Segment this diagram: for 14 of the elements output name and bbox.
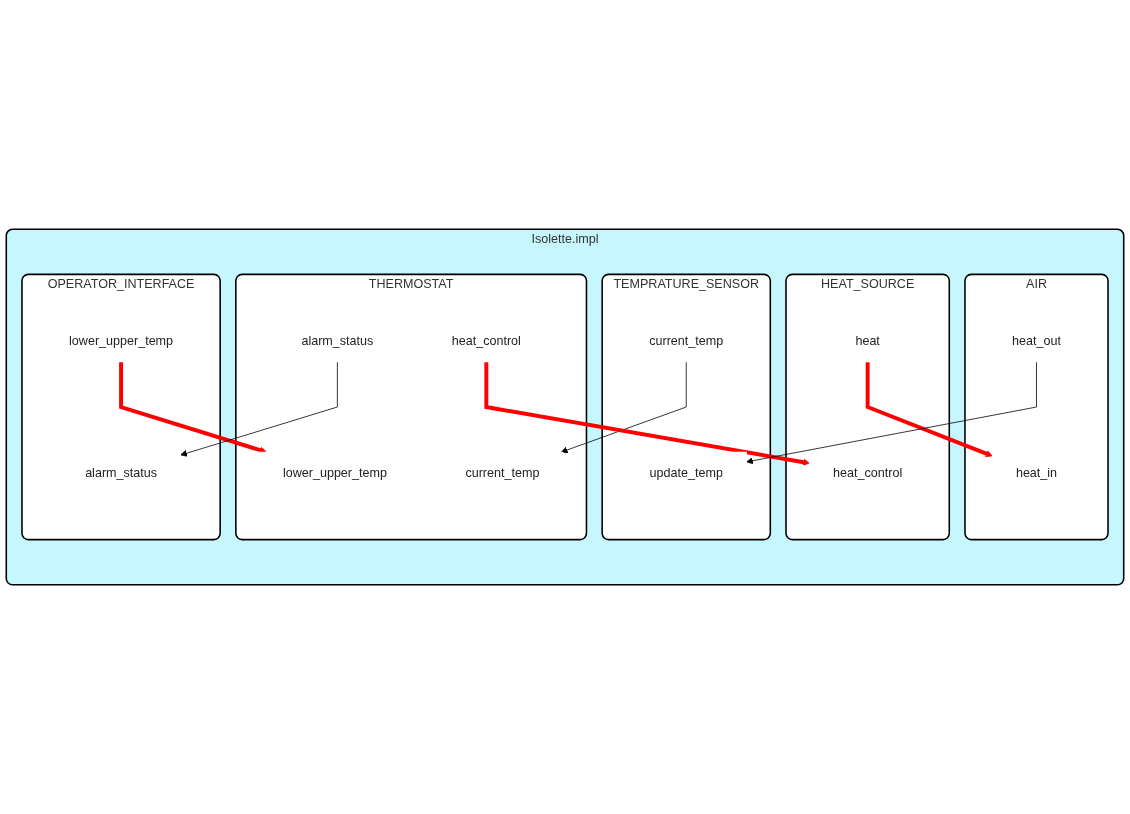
- node-text: lower_upper_temp: [282, 466, 387, 480]
- node-text: heat: [855, 333, 880, 347]
- arrow: [119, 361, 267, 454]
- node-text: lower_upper_temp: [69, 333, 174, 347]
- arrow: [865, 361, 993, 457]
- node-text: current_temp: [465, 466, 540, 480]
- node-text: current_temp: [649, 333, 724, 347]
- node-text: update_temp: [649, 466, 723, 480]
- node-text: alarm_status: [85, 466, 157, 480]
- node-text: heat_out: [1012, 333, 1061, 347]
- node-text: alarm_status: [301, 333, 374, 347]
- node-text: heat_control: [833, 466, 903, 480]
- node-text: heat_in: [1015, 466, 1058, 480]
- node-text: heat_control: [451, 333, 521, 347]
